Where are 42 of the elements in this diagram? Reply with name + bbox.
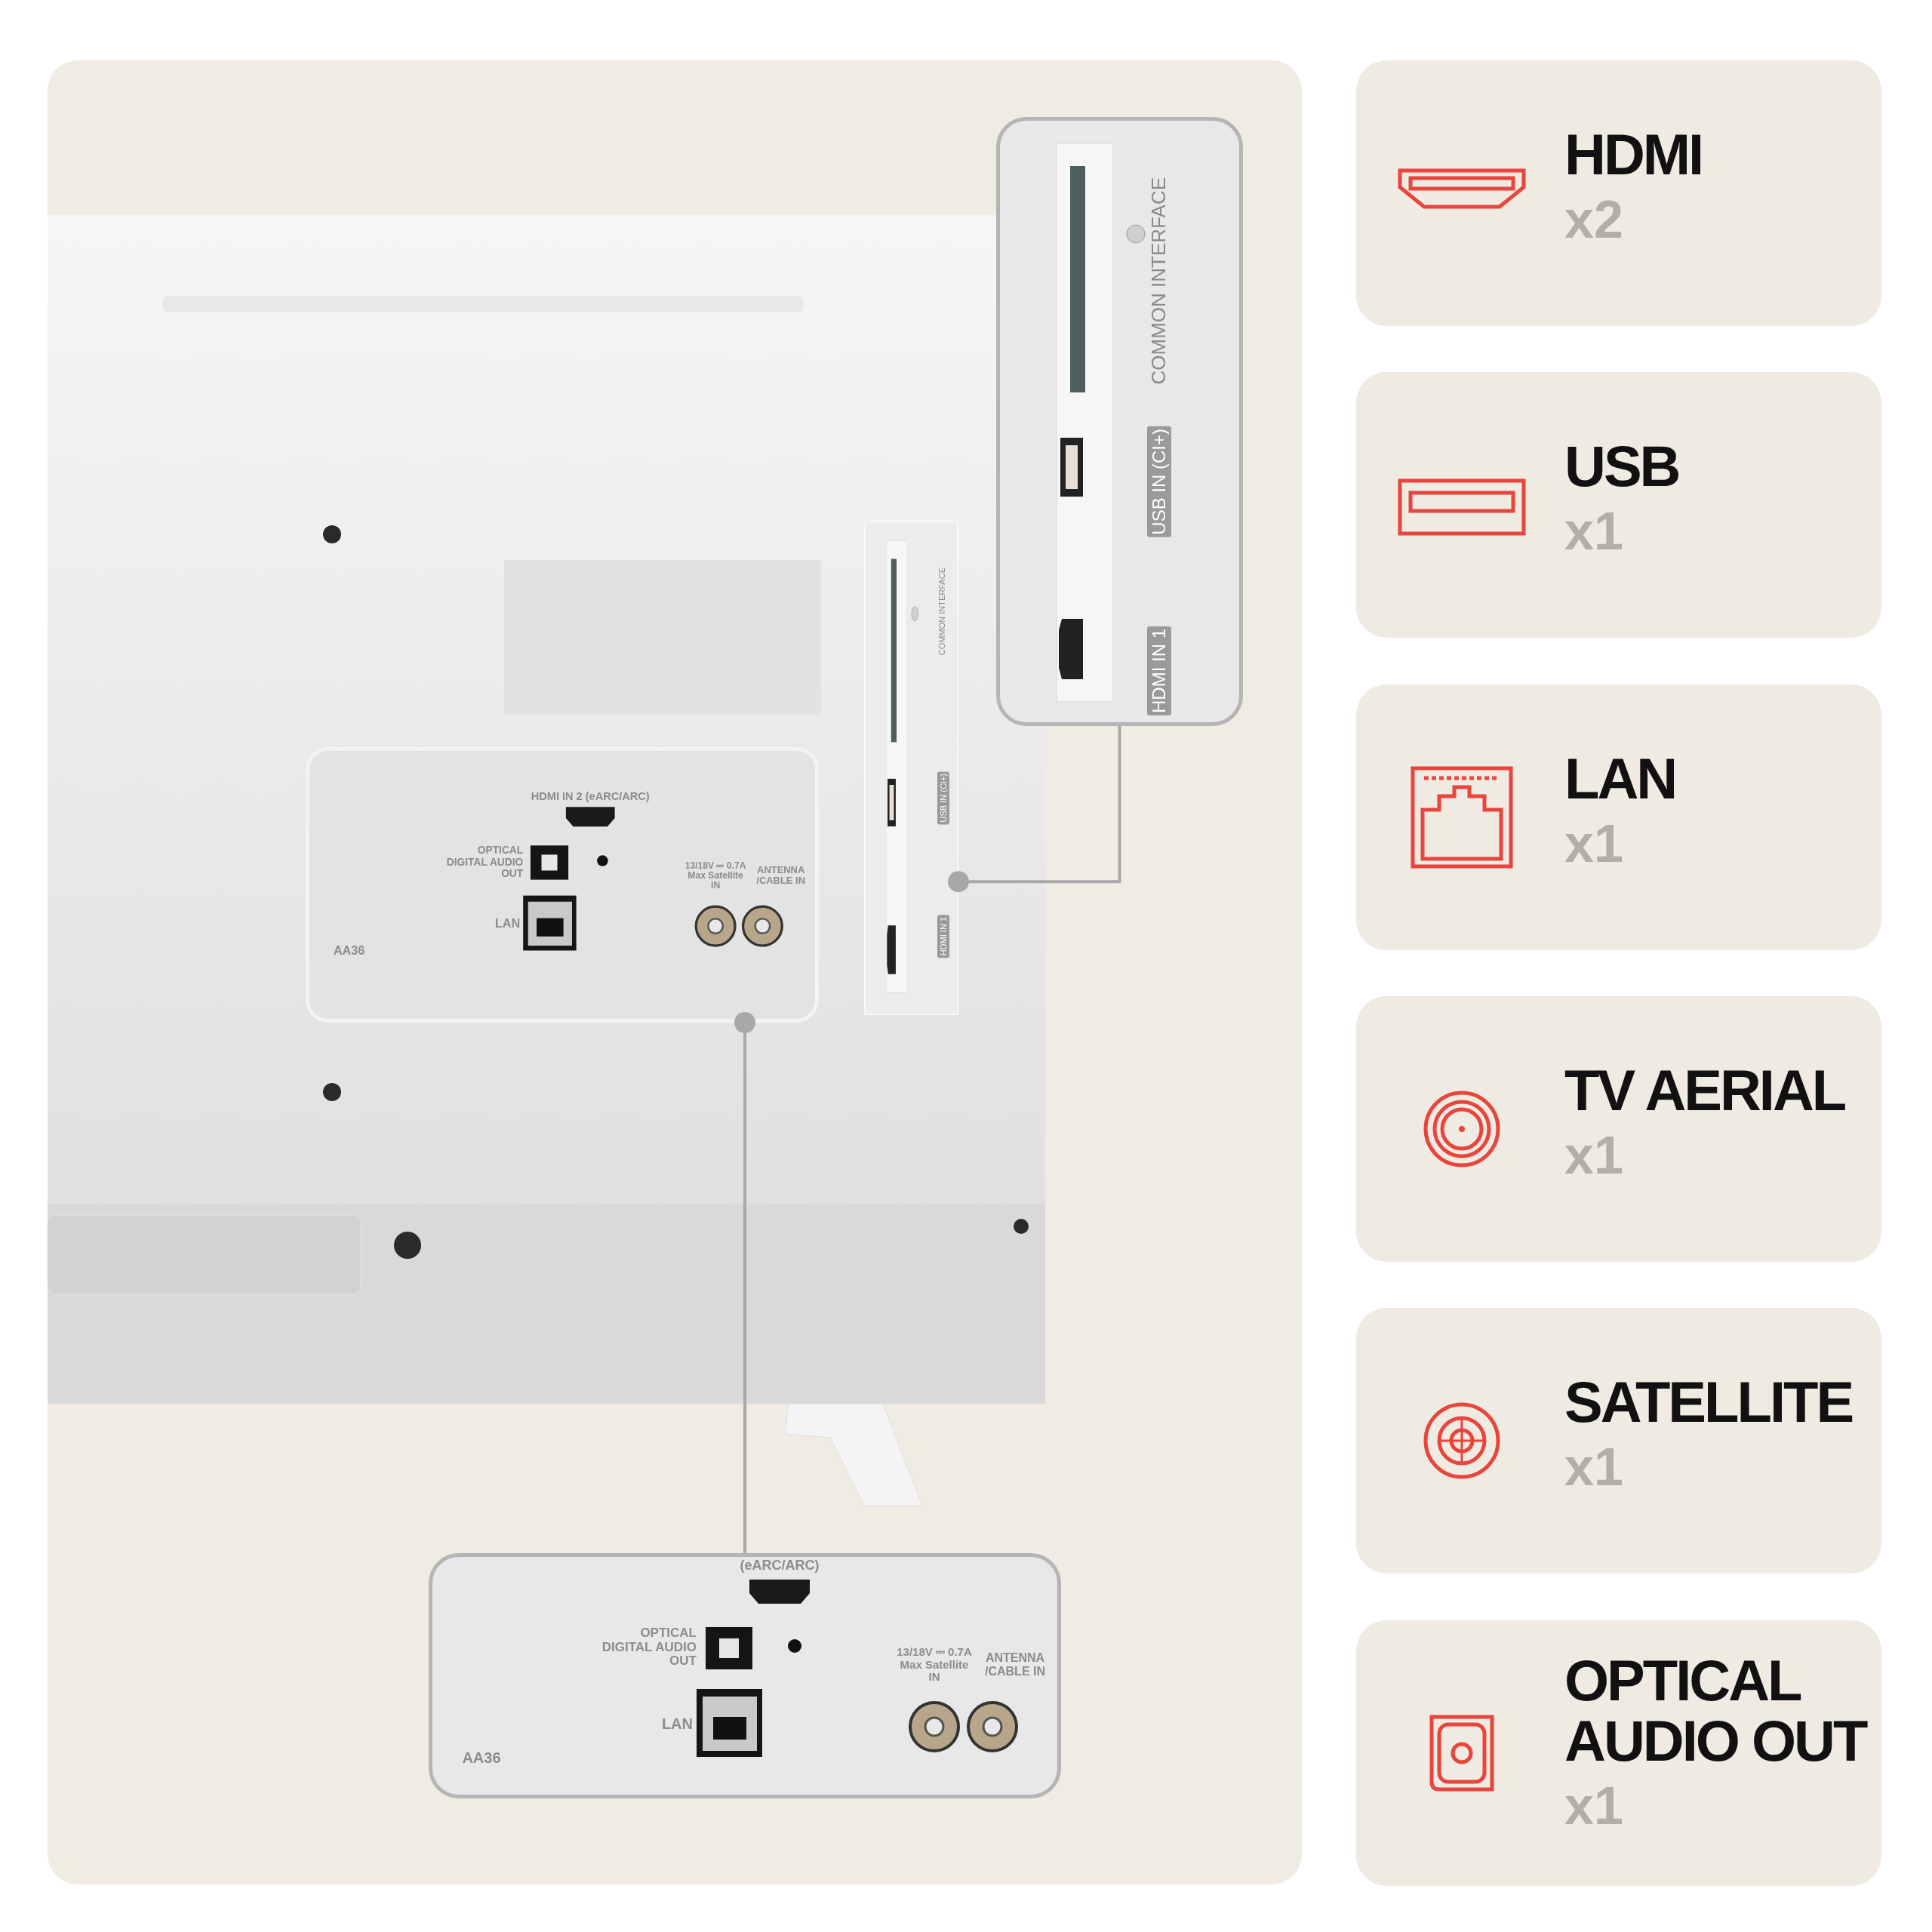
port-label: HDMI IN 2 (eARC/ARC) (530, 789, 651, 802)
port-label: OPTICAL DIGITAL AUDIO OUT (601, 1626, 697, 1669)
port-name: USB (1564, 436, 1680, 497)
port-name: HDMI (1564, 125, 1703, 185)
slot-label: COMMON INTERFACE (937, 568, 946, 656)
port-label: USB IN (CI+) (1147, 426, 1171, 537)
port-label: ANTENNA /CABLE IN (755, 865, 806, 887)
port-label: OPTICAL DIGITAL AUDIO OUT (445, 844, 524, 879)
port-label: HDMI IN 1 (1147, 626, 1171, 715)
model-code: AA36 (332, 944, 366, 958)
port-count: x1 (1564, 1437, 1624, 1498)
rear-port-panel (306, 747, 819, 1023)
port-name: OPTICAL AUDIO OUT (1564, 1651, 1866, 1771)
port-count: x1 (1564, 1776, 1624, 1837)
port-count: x1 (1564, 501, 1624, 562)
port-label: HDMI IN 1 (937, 915, 949, 958)
port-closeup-inset (429, 1553, 1061, 1798)
port-label: (eARC/ARC) (739, 1558, 820, 1574)
port-count: x1 (1564, 814, 1624, 875)
side-port-strip (864, 521, 958, 1015)
feature-card (1356, 372, 1881, 638)
port-name: SATELLITE (1564, 1372, 1854, 1432)
port-label: ANTENNA /CABLE IN (984, 1651, 1046, 1678)
port-label: 13/18V ⎓ 0.7A Max Satellite IN (896, 1646, 973, 1684)
port-closeup-inset (996, 117, 1243, 726)
feature-card (1356, 60, 1881, 326)
feature-card (1356, 1308, 1881, 1574)
port-count: x1 (1564, 1125, 1624, 1186)
port-label: LAN (660, 1715, 693, 1732)
port-name: LAN (1564, 749, 1677, 809)
feature-card (1356, 996, 1881, 1262)
port-name: TV AERIAL (1564, 1060, 1846, 1121)
port-label: LAN (494, 916, 521, 931)
port-count: x2 (1564, 189, 1624, 251)
feature-card (1356, 685, 1881, 950)
feature-card (1356, 1620, 1881, 1886)
model-code: AA36 (461, 1749, 502, 1766)
slot-label: COMMON INTERFACE (1147, 177, 1171, 385)
port-label: USB IN (CI+) (937, 771, 949, 825)
port-label: 13/18V ⎓ 0.7A Max Satellite IN (684, 860, 747, 891)
leader-line (948, 726, 1121, 893)
leader-line (734, 1012, 755, 1553)
